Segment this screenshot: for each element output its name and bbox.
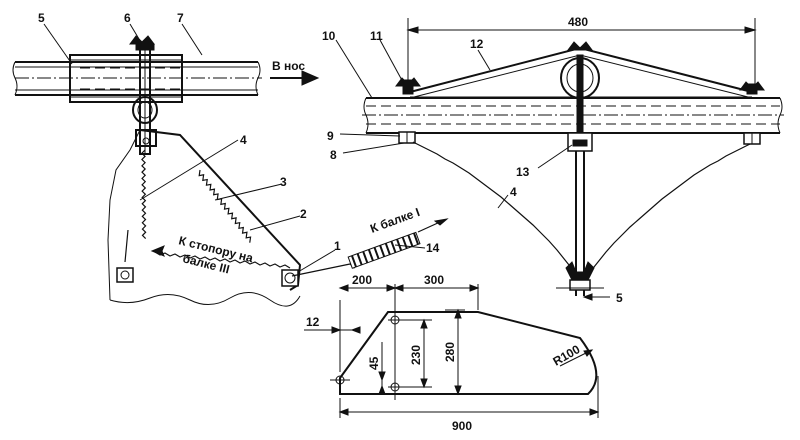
plate-detail — [304, 284, 600, 418]
left-side-view: 5 6 7 4 3 2 1 14 В нос К балке I К стопо… — [12, 11, 449, 307]
strut-13 — [556, 151, 604, 296]
dim-12-text: 12 — [306, 315, 320, 329]
dim-480-text: 480 — [568, 15, 588, 29]
dim-900-text: 900 — [452, 419, 472, 433]
wire-4-right — [412, 141, 751, 273]
callout-12: 12 — [470, 37, 484, 51]
plate-2-side — [107, 129, 302, 307]
callout-3: 3 — [280, 175, 287, 189]
callout-7: 7 — [177, 11, 184, 25]
leaders-right — [335, 39, 573, 209]
callout-13: 13 — [516, 165, 530, 179]
r100-text: R100 — [551, 342, 583, 369]
dim-5-text: 5 — [616, 291, 623, 305]
beam-10 — [362, 97, 784, 134]
callout-4-left: 4 — [240, 133, 247, 147]
wire-to-stopper — [150, 245, 291, 269]
callout-9: 9 — [327, 129, 334, 143]
to-nose-arrow — [270, 70, 320, 86]
dim-480 — [406, 18, 757, 88]
dim-5 — [582, 293, 610, 301]
wire-4-left — [124, 149, 147, 263]
wire-3 — [198, 169, 252, 243]
callout-11: 11 — [370, 29, 383, 43]
leaders-left — [43, 23, 426, 273]
tube-assembly — [12, 35, 262, 155]
dim-200-text: 200 — [352, 273, 372, 287]
callout-5: 5 — [38, 11, 45, 25]
callout-6: 6 — [124, 11, 131, 25]
callout-14: 14 — [426, 241, 440, 255]
callout-2: 2 — [300, 207, 307, 221]
right-front-view: 480 — [322, 15, 784, 305]
dim-230-text: 230 — [409, 345, 423, 365]
spring-14 — [291, 218, 449, 277]
callout-8: 8 — [330, 148, 337, 162]
to-nose-label: В нос — [272, 59, 305, 73]
dim-300-text: 300 — [424, 273, 444, 287]
callout-4-right: 4 — [510, 185, 517, 199]
to-beam-1-label: К балке I — [368, 205, 421, 236]
callout-10: 10 — [322, 29, 336, 43]
truss-12 — [395, 41, 765, 140]
callout-1: 1 — [334, 239, 341, 253]
bottom-bolts — [398, 131, 761, 152]
dim-280-text: 280 — [443, 342, 457, 362]
dim-45-text: 45 — [367, 356, 381, 370]
